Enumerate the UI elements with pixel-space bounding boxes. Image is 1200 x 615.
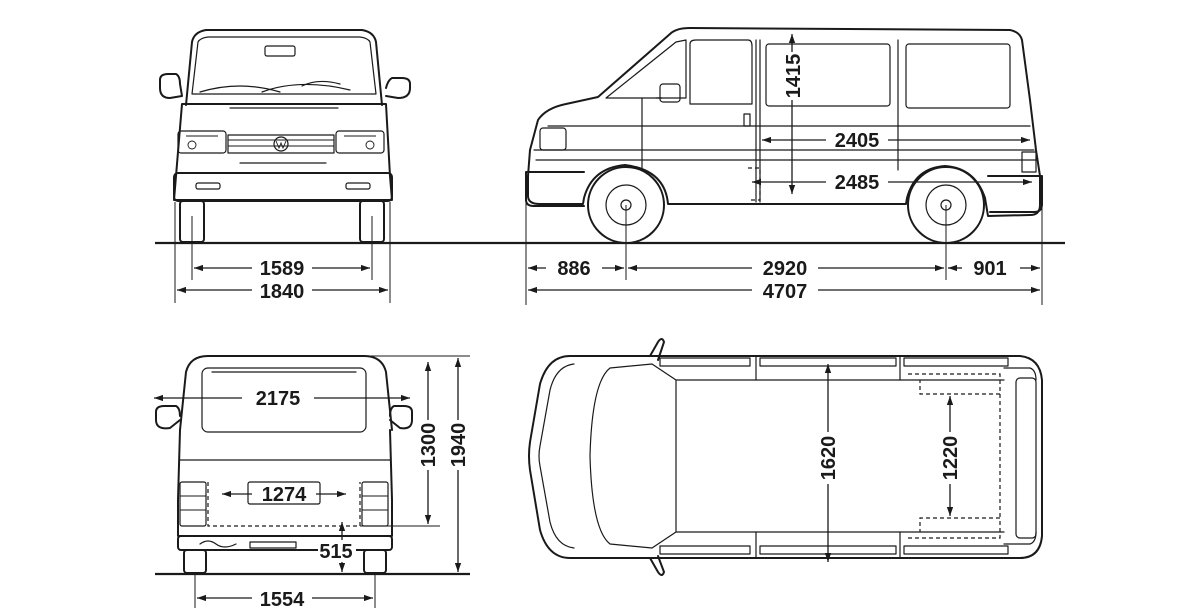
dimension-front-track: 1589 <box>194 258 370 280</box>
front-view-icon <box>159 29 411 243</box>
overall-length-label: 4707 <box>763 281 808 303</box>
rear-opening-height-label: 1300 <box>418 423 440 468</box>
dimension-overall-length: 4707 <box>528 281 1040 303</box>
dimension-interior-width: 1620 <box>816 364 840 562</box>
top-view-icon <box>528 338 1043 576</box>
dimension-overall-height: 1940 <box>446 358 470 572</box>
dimension-rear-track: 1554 <box>197 589 373 611</box>
rear-glass-width-label: 2175 <box>256 388 301 410</box>
dimension-cargo-length-upper: 2405 <box>762 130 1030 152</box>
interior-width-label: 1620 <box>818 436 840 481</box>
overall-height-label: 1940 <box>448 423 470 468</box>
dimension-rear-glass-width: 2175 <box>154 388 410 410</box>
front-width-label: 1840 <box>260 281 305 303</box>
dimension-front-width: 1840 <box>177 281 388 303</box>
rear-overhang-label: 901 <box>973 258 1006 280</box>
dimension-loading-sill-height: 515 <box>318 522 356 572</box>
dimension-rear-opening-width: 1274 <box>222 484 346 506</box>
dimension-width-between-arches: 1220 <box>938 396 962 516</box>
rear-opening-width-label: 1274 <box>262 484 307 506</box>
dimension-front-overhang: 886 <box>528 258 624 280</box>
dimension-rear-overhang: 901 <box>948 258 1040 280</box>
dimension-interior-height: 1415 <box>780 34 805 194</box>
front-overhang-label: 886 <box>557 258 590 280</box>
loading-sill-height-label: 515 <box>319 541 352 563</box>
dimension-wheelbase: 2920 <box>628 258 944 280</box>
front-track-label: 1589 <box>260 258 305 280</box>
interior-height-label: 1415 <box>783 54 805 99</box>
rear-view-icon <box>155 355 413 574</box>
wheelbase-label: 2920 <box>763 258 808 280</box>
cargo-length-upper-label: 2405 <box>835 130 880 152</box>
cargo-length-lower-label: 2485 <box>835 172 880 194</box>
width-between-arches-label: 1220 <box>940 436 962 481</box>
rear-track-label: 1554 <box>260 589 305 611</box>
dimension-cargo-length-lower: 2485 <box>752 172 1032 194</box>
dimension-rear-opening-height: 1300 <box>416 362 440 524</box>
